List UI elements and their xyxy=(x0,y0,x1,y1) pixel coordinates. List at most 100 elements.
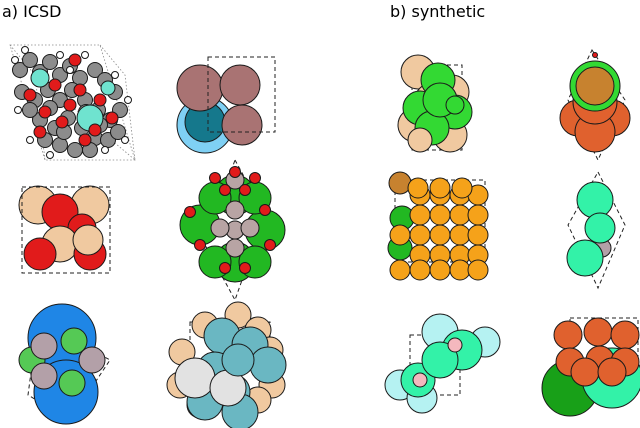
atom-white xyxy=(21,46,29,54)
atom-white xyxy=(66,66,74,74)
atom-burnt-orange xyxy=(610,320,640,350)
atom-red xyxy=(78,133,92,147)
icsd-structure-3 xyxy=(18,185,111,274)
atom-grey xyxy=(110,124,126,140)
atom-white xyxy=(121,136,129,144)
atom-lilac xyxy=(30,332,58,360)
atom-red xyxy=(209,172,221,184)
icsd-structure-1 xyxy=(9,44,136,161)
atom-red xyxy=(38,105,52,119)
atom-mint xyxy=(584,212,616,244)
icsd-structure-5 xyxy=(18,303,111,425)
atom-red xyxy=(249,172,261,184)
atom-steel xyxy=(249,346,287,384)
atom-white xyxy=(56,51,64,59)
panel-label-icsd: a) ICSD xyxy=(2,2,62,21)
atom-brown-orange xyxy=(388,171,412,195)
atom-red xyxy=(23,237,57,271)
atom-leaf xyxy=(60,327,88,355)
atom-white xyxy=(124,96,132,104)
atom-white xyxy=(111,71,119,79)
atom-grey xyxy=(67,142,83,158)
atom-burnt-orange xyxy=(597,357,627,387)
atom-orange xyxy=(409,259,431,281)
atom-orange xyxy=(449,259,471,281)
atom-grey xyxy=(87,62,103,78)
unit-cell-outline xyxy=(21,186,111,274)
atom-red xyxy=(93,93,107,107)
atom-mauve xyxy=(176,64,224,112)
atom-red xyxy=(264,239,276,251)
atom-peach xyxy=(407,127,433,153)
atom-red xyxy=(88,123,102,137)
atom-aqua xyxy=(30,68,50,88)
atom-red xyxy=(219,184,231,196)
atom-mint xyxy=(566,239,604,277)
synthetic-structure-4 xyxy=(566,170,626,290)
atom-white xyxy=(11,56,19,64)
atom-red xyxy=(592,52,598,58)
atom-peach xyxy=(72,224,104,256)
atom-pink xyxy=(412,372,428,388)
synthetic-structure-6 xyxy=(541,317,640,417)
atom-red xyxy=(105,111,119,125)
atom-leaf xyxy=(58,369,86,397)
atom-red xyxy=(184,206,196,218)
synthetic-structure-5 xyxy=(384,313,501,414)
atom-orange xyxy=(451,177,473,199)
atom-red xyxy=(259,204,271,216)
atom-mauve xyxy=(221,104,263,146)
atom-white xyxy=(81,51,89,59)
atom-mint xyxy=(421,341,459,379)
atom-red xyxy=(73,83,87,97)
icsd-structure-4 xyxy=(179,158,286,302)
atom-orange xyxy=(467,224,489,246)
atom-orange xyxy=(467,259,489,281)
atom-steel xyxy=(221,343,255,377)
atom-orange xyxy=(429,224,451,246)
atom-red xyxy=(55,115,69,129)
unit-cell-outline xyxy=(569,317,639,383)
icsd-structure-6 xyxy=(166,301,287,428)
atom-red xyxy=(239,262,251,274)
atom-red xyxy=(23,88,37,102)
atom-orange xyxy=(429,177,451,199)
atom-red xyxy=(33,125,47,139)
unit-cell-outline xyxy=(207,56,276,133)
atom-lilac xyxy=(30,362,58,390)
atom-orange xyxy=(407,177,429,199)
atom-light-grey xyxy=(174,357,216,399)
synthetic-structure-1 xyxy=(397,54,473,153)
atom-burnt-orange xyxy=(553,320,583,350)
atom-orange xyxy=(409,204,431,226)
atom-mint xyxy=(576,181,614,219)
atom-orange xyxy=(429,204,451,226)
atom-pink xyxy=(447,337,463,353)
atom-rose xyxy=(240,218,260,238)
unit-cell-outline xyxy=(567,170,626,290)
atom-red xyxy=(63,98,77,112)
atom-red xyxy=(229,166,241,178)
synthetic-structure-2 xyxy=(559,48,631,162)
atom-white xyxy=(14,106,22,114)
atom-orange xyxy=(389,259,411,281)
atom-orange xyxy=(389,224,411,246)
atom-grey xyxy=(22,102,38,118)
atom-rose xyxy=(210,218,230,238)
atom-red xyxy=(239,184,251,196)
atom-red xyxy=(48,78,62,92)
atom-lilac xyxy=(78,346,106,374)
atom-rose xyxy=(225,200,245,220)
atom-mauve xyxy=(219,64,261,106)
atom-rose xyxy=(225,238,245,258)
atom-lime xyxy=(445,95,465,115)
atom-white xyxy=(46,151,54,159)
atom-orange xyxy=(429,259,451,281)
atom-burnt-orange xyxy=(583,317,613,347)
atom-aqua xyxy=(100,80,116,96)
atom-orange xyxy=(409,224,431,246)
atom-burnt-orange xyxy=(570,357,600,387)
atom-orange xyxy=(449,224,471,246)
atom-white xyxy=(101,146,109,154)
